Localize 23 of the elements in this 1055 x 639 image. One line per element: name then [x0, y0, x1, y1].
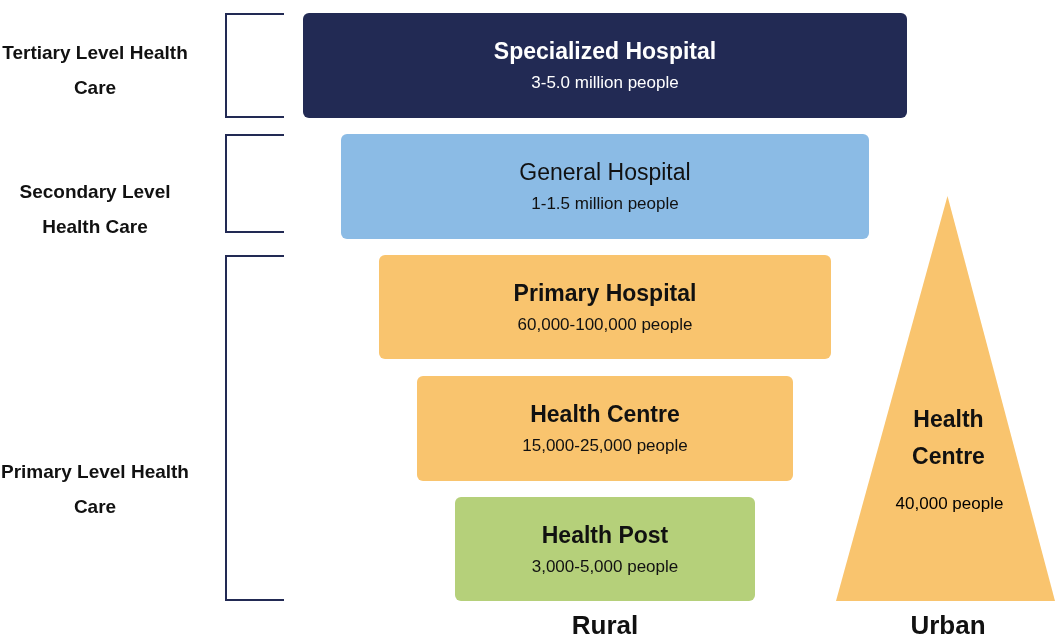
population-text: 15,000-25,000 people: [522, 436, 688, 456]
tier-box: [379, 255, 831, 359]
population-text: 60,000-100,000 people: [517, 314, 693, 335]
axis-label: Urban: [909, 610, 987, 639]
tier-box: [417, 376, 793, 481]
tier-title: General Hospital: [519, 159, 691, 186]
tier-title: Specialized Hospital: [493, 38, 717, 65]
tier-box: [455, 497, 755, 601]
population-text: 1-1.5 million people: [531, 194, 679, 214]
level-label: Tertiary Level Health Care: [1, 41, 189, 100]
population-text: 3,000-5,000 people: [531, 556, 679, 577]
tier-title: Health Post: [541, 521, 669, 549]
tier-title: Primary Hospital: [513, 279, 697, 307]
axis-label: Rural: [570, 610, 640, 639]
triangle: [836, 196, 1055, 601]
triangle-title: Health Centre: [911, 405, 986, 471]
level-label: Primary Level Health Care: [0, 460, 190, 519]
level-label: Secondary Level Health Care: [18, 180, 172, 239]
tier-title: Health Centre: [530, 401, 680, 428]
population-text: 40,000 people: [894, 494, 1005, 514]
population-text: 3-5.0 million people: [531, 73, 679, 93]
tier-box: [303, 13, 907, 118]
tier-box: [341, 134, 869, 239]
